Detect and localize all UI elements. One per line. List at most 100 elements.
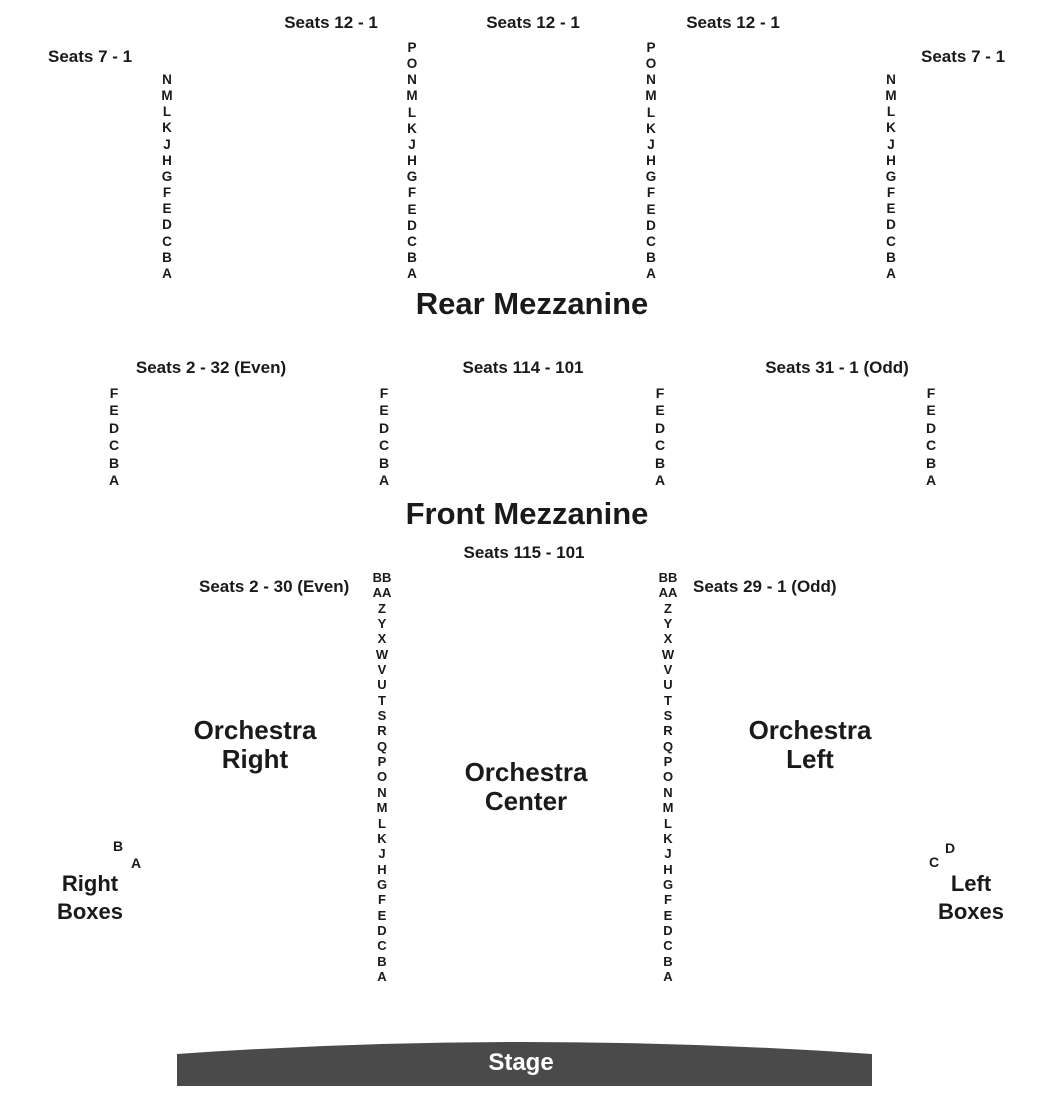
orchestra-row-label-right-aisle-p: P [663, 754, 673, 770]
orchestra-row-label-right-aisle-bb: BB [658, 570, 678, 585]
orchestra-row-label-left-aisle-m: M [376, 800, 388, 816]
rear-mezz-row-label-right-l: L [646, 104, 656, 120]
orchestra-row-label-left-aisle-t: T [378, 692, 386, 708]
front-mezz-row-label-far-left-c: C [108, 437, 120, 454]
rear-mezz-row-label-far-left-f: F [162, 185, 172, 201]
rear-mezz-row-label-right-k: K [646, 120, 656, 136]
orchestra-left-line1: Orchestra [748, 715, 872, 745]
orchestra-center-section: Orchestra Center [465, 757, 588, 816]
rear-mezz-row-label-right-o: O [645, 56, 657, 72]
rear-mezz-row-label-far-right-e: E [886, 201, 896, 217]
orchestra-row-label-right-aisle-a: A [663, 968, 673, 984]
rear-mezz-row-label-far-right-f: F [886, 185, 896, 201]
left-boxes-line1: Left [950, 871, 992, 896]
right-box-a: A [131, 855, 142, 871]
orchestra-row-label-left-aisle-a: A [377, 968, 387, 984]
rear-mezz-row-label-left-e: E [407, 201, 417, 217]
rear-mezz-row-label-far-right-n: N [886, 72, 896, 87]
rear-mezz-row-label-right-e: E [646, 201, 656, 217]
rear-mezzanine-title: Rear Mezzanine [415, 286, 649, 321]
rear-mezz-row-label-left-l: L [407, 104, 417, 120]
orchestra-row-label-left-aisle-h: H [377, 861, 387, 877]
orchestra-row-label-left-aisle-f: F [378, 892, 386, 908]
orchestra-row-label-left-aisle-w: W [375, 646, 389, 662]
orchestra-row-label-right-aisle-g: G [662, 876, 674, 892]
orchestra-row-label-right-aisle-v: V [663, 662, 673, 678]
rear-mezz-row-label-far-left-n: N [162, 72, 172, 87]
orchestra-left-line2: Left [786, 744, 834, 775]
orchestra-row-label-left-aisle-aa: AA [372, 585, 392, 601]
front-mezz-row-label-right-a: A [654, 472, 666, 489]
front-mezz-row-label-left-b: B [378, 454, 390, 471]
rear-mezz-far-left-header: Seats 7 - 1 [48, 47, 133, 66]
front-mezz-row-label-left-a: A [378, 472, 390, 489]
rear-mezz-row-label-far-right-d: D [886, 217, 896, 233]
front-mezz-row-label-right-b: B [654, 454, 666, 471]
rear-mezz-row-label-left-n: N [407, 72, 417, 88]
rear-mezz-row-label-far-left-k: K [162, 120, 172, 136]
front-mezz-row-label-far-right-b: B [925, 454, 937, 471]
rear-mezz-row-label-left-b: B [407, 250, 417, 266]
orchestra-row-label-left-aisle-j: J [378, 846, 386, 862]
orchestra-row-label-right-aisle-t: T [664, 692, 672, 708]
orchestra-right-line1: Orchestra [193, 715, 317, 745]
rear-mezz-row-label-left-g: G [406, 169, 418, 185]
rear-mezz-row-label-far-left-j: J [163, 136, 171, 152]
rear-mezz-row-label-far-left-b: B [162, 249, 172, 265]
rear-mezz-row-label-right-p: P [646, 40, 656, 55]
rear-mezz-row-label-left-a: A [407, 266, 417, 282]
rear-mezz-row-label-left-k: K [407, 120, 417, 136]
front-mezz-row-label-left-c: C [378, 437, 390, 454]
orchestra-row-label-right-aisle-d: D [663, 922, 673, 938]
rear-mezz-row-label-far-left-m: M [161, 88, 173, 104]
front-mezz-row-label-right-d: D [654, 419, 666, 436]
rear-mezz-row-label-far-left-e: E [162, 201, 172, 217]
orchestra-row-label-right-aisle-w: W [661, 646, 675, 662]
right-boxes-line1: Right [61, 871, 119, 896]
front-mezz-center-header: Seats 114 - 101 [462, 358, 584, 377]
right-box-b: B [113, 838, 124, 854]
front-mezz-row-label-far-left-f: F [109, 385, 119, 401]
orchestra-row-label-right-aisle-x: X [663, 631, 673, 647]
right-boxes-line2: Boxes [56, 898, 124, 924]
rear-mezz-row-label-far-right-k: K [886, 120, 896, 136]
left-boxes-title: Left Boxes [938, 870, 1004, 925]
right-boxes-title: Right Boxes [57, 870, 123, 925]
orchestra-row-label-left-aisle-r: R [377, 723, 387, 739]
rear-mezz-row-label-right-n: N [646, 72, 656, 88]
rear-mezz-row-label-far-left-c: C [162, 233, 172, 249]
orchestra-row-label-left-aisle-k: K [377, 830, 387, 846]
rear-mezz-row-label-left-o: O [406, 56, 418, 72]
orchestra-right-header: Seats 29 - 1 (Odd) [693, 577, 837, 596]
rear-mezz-row-label-left-j: J [408, 136, 416, 152]
left-boxes-line2: Boxes [937, 898, 1005, 924]
orchestra-row-label-right-aisle-q: Q [662, 738, 674, 754]
orchestra-row-label-left-aisle-q: Q [376, 738, 388, 754]
orchestra-row-label-right-aisle-l: L [664, 815, 672, 831]
orchestra-row-label-left-aisle-n: N [377, 784, 387, 800]
orchestra-row-label-left-aisle-u: U [377, 677, 387, 693]
orchestra-row-label-right-aisle-s: S [663, 708, 673, 724]
orchestra-row-label-left-aisle-y: Y [377, 616, 387, 632]
orchestra-row-label-right-aisle-y: Y [663, 616, 673, 632]
rear-mezz-row-label-far-left-g: G [161, 168, 173, 184]
orchestra-row-label-right-aisle-r: R [663, 723, 673, 739]
rear-mezz-row-label-left-p: P [407, 40, 417, 55]
orchestra-row-label-right-aisle-u: U [663, 677, 673, 693]
orchestra-row-label-left-aisle-s: S [377, 708, 387, 724]
orchestra-row-label-right-aisle-e: E [663, 907, 673, 923]
orchestra-row-label-right-aisle-f: F [664, 892, 672, 908]
rear-mezz-row-label-far-right-h: H [886, 152, 896, 168]
front-mezz-row-label-far-left-a: A [108, 472, 120, 489]
left-box-c: C [929, 854, 940, 870]
rear-mezz-row-label-left-f: F [407, 185, 417, 201]
orchestra-row-label-right-aisle-n: N [663, 784, 673, 800]
left-box-d: D [945, 840, 956, 856]
